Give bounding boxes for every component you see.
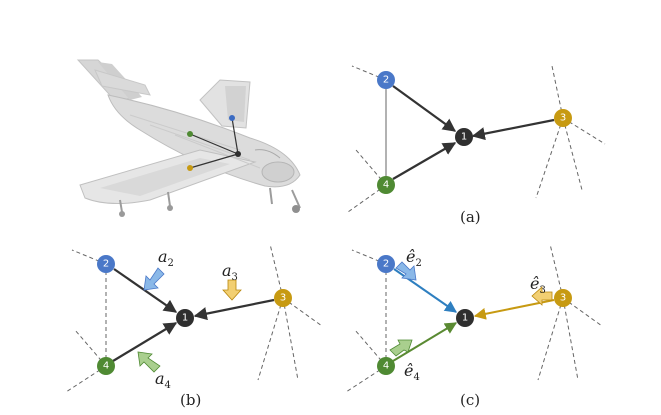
node-4: 4 — [377, 357, 395, 375]
panel-b: a2 a3 a4 1 2 3 4 (b) — [65, 243, 323, 409]
edge-4-1 — [392, 142, 457, 180]
edge-4-1 — [112, 322, 178, 362]
feature-arrow-4 — [389, 339, 413, 357]
edge-3-1 — [193, 298, 275, 321]
attention-arrow-3 — [222, 279, 242, 301]
label-e2: ê2 — [406, 247, 422, 269]
node-3: 3 — [554, 289, 572, 307]
node-2: 2 — [97, 255, 115, 273]
panel-c: ê2 ê3 ê4 1 2 3 4 (c) — [345, 243, 603, 409]
node-2: 2 — [377, 71, 395, 89]
label-e3: ê3 — [530, 274, 546, 296]
caption-a: (a) — [460, 208, 481, 226]
edge-2-1 — [393, 268, 457, 313]
svg-text:1: 1 — [182, 313, 188, 324]
edge-4-1 — [392, 322, 458, 362]
caption-b: (b) — [180, 391, 201, 409]
caption-c: (c) — [460, 391, 480, 409]
node-1: 1 — [455, 128, 473, 146]
edge-2-1 — [392, 85, 457, 132]
panel-a: 1 2 3 4 (a) — [347, 65, 606, 226]
airplane-image — [76, 59, 301, 217]
label-a3: a3 — [222, 261, 238, 283]
node-1: 1 — [176, 309, 194, 327]
feature-arrow-3 — [531, 286, 553, 306]
label-e4: ê4 — [404, 361, 420, 383]
node-1: 1 — [456, 309, 474, 327]
label-a4: a4 — [155, 369, 171, 391]
node-3: 3 — [554, 109, 572, 127]
edge-2-1 — [113, 268, 178, 313]
attention-arrow-4 — [137, 351, 161, 373]
svg-text:2: 2 — [103, 259, 109, 270]
svg-text:2: 2 — [383, 259, 389, 270]
svg-text:3: 3 — [560, 293, 566, 304]
label-a2: a2 — [158, 247, 174, 269]
svg-text:4: 4 — [383, 180, 389, 191]
svg-text:4: 4 — [383, 361, 389, 372]
svg-text:2: 2 — [383, 75, 389, 86]
svg-text:1: 1 — [461, 132, 467, 143]
feature-arrow-2 — [395, 261, 417, 281]
node-2: 2 — [377, 255, 395, 273]
svg-text:3: 3 — [280, 293, 286, 304]
svg-text:3: 3 — [560, 113, 566, 124]
node-4: 4 — [97, 357, 115, 375]
edge-3-1 — [471, 118, 555, 141]
node-4: 4 — [377, 176, 395, 194]
node-3: 3 — [274, 289, 292, 307]
attention-arrow-2 — [143, 267, 165, 291]
svg-text:4: 4 — [103, 361, 109, 372]
svg-text:1: 1 — [462, 313, 468, 324]
